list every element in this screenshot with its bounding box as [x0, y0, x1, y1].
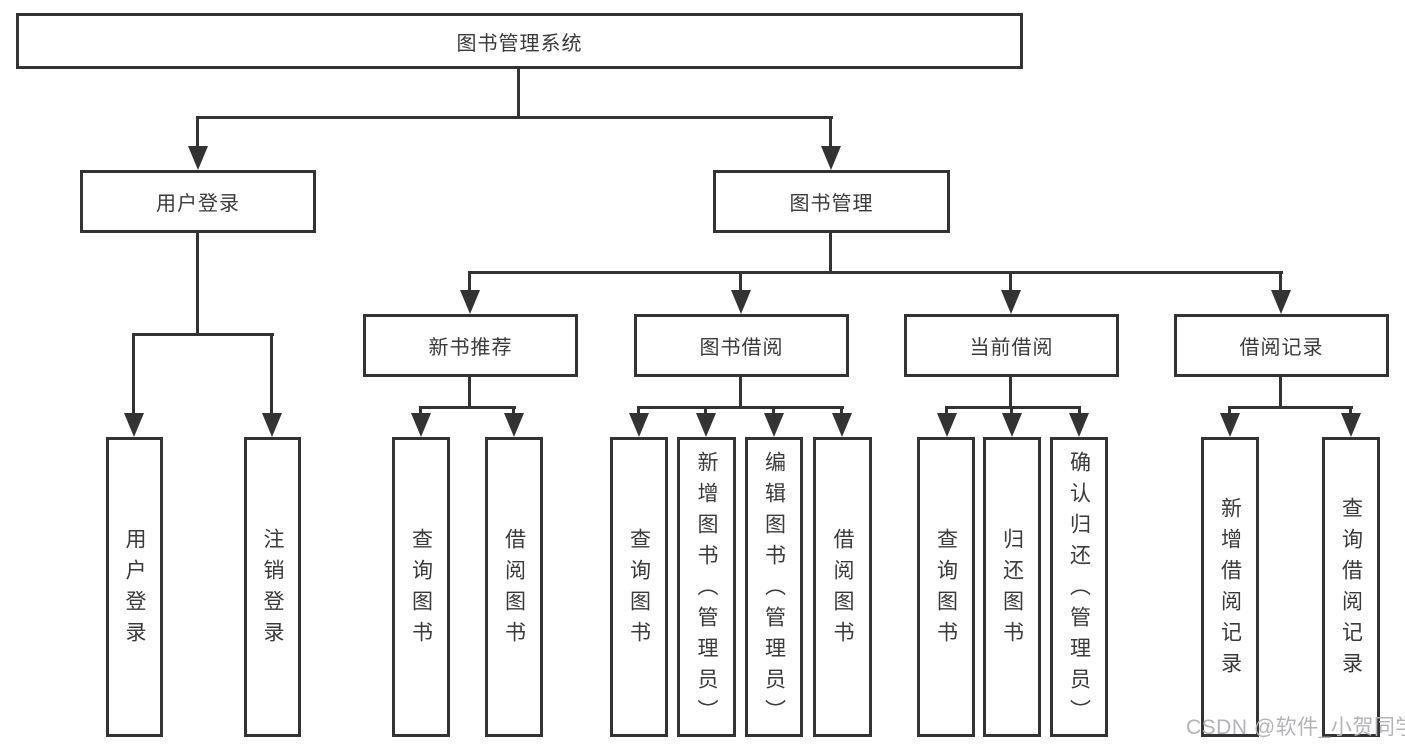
connector-arrow-down	[262, 413, 282, 437]
leaf-borrow-query-books: 查询图书	[610, 437, 668, 737]
connector-line	[196, 233, 199, 336]
leaf-logout-login-label: 注销登录	[261, 528, 284, 652]
node-borrow-records: 借阅记录	[1174, 314, 1389, 377]
leaf-records-query-record-label: 查询借阅记录	[1339, 497, 1363, 683]
connector-arrow-down	[1002, 413, 1022, 437]
connector-arrow-down	[696, 413, 716, 437]
connector-line	[840, 406, 843, 418]
connector-arrow-down	[1001, 290, 1021, 314]
connector-line	[1009, 377, 1012, 409]
connector-line	[1078, 406, 1081, 418]
connector-line	[1228, 406, 1353, 409]
connector-arrow-down	[937, 413, 957, 437]
leaf-newbook-borrow-books: 借阅图书	[485, 437, 543, 737]
connector-line	[772, 406, 775, 418]
connector-line	[1228, 406, 1231, 418]
connector-line	[196, 116, 199, 152]
node-user-login: 用户登录	[80, 170, 316, 233]
connector-arrow-down	[124, 413, 144, 437]
leaf-borrow-add-books-admin-label: 新增图书（管理员）	[695, 450, 718, 730]
leaf-current-return-books-label: 归还图书	[1000, 528, 1024, 652]
connector-line	[468, 377, 471, 409]
connector-arrow-down	[188, 146, 208, 170]
connector-line	[1349, 406, 1352, 418]
node-root-label: 图书管理系统	[456, 32, 583, 55]
leaf-newbook-query-books: 查询图书	[392, 437, 450, 737]
connector-line	[1279, 377, 1282, 409]
node-book-management-label: 图书管理	[789, 193, 874, 215]
leaf-current-confirm-return-admin-label: 确认归还（管理员）	[1067, 450, 1091, 730]
leaf-current-confirm-return-admin: 确认归还（管理员）	[1050, 437, 1108, 737]
leaf-newbook-borrow-books-label: 借阅图书	[502, 528, 526, 652]
connector-line	[1279, 271, 1282, 295]
leaf-records-add-record: 新增借阅记录	[1201, 437, 1259, 737]
leaf-borrow-borrow-books-label: 借阅图书	[831, 528, 854, 652]
node-new-book-recommend-label: 新书推荐	[428, 337, 513, 359]
connector-line	[419, 406, 516, 409]
connector-line	[637, 406, 640, 418]
node-user-login-label: 用户登录	[156, 193, 240, 215]
leaf-user-login: 用户登录	[106, 437, 163, 737]
connector-arrow-down	[764, 413, 784, 437]
leaf-borrow-query-books-label: 查询图书	[627, 528, 651, 652]
node-borrow-records-label: 借阅记录	[1239, 337, 1324, 359]
connector-line	[419, 406, 422, 418]
connector-line	[1009, 271, 1012, 295]
leaf-current-query-books-label: 查询图书	[934, 528, 958, 652]
leaf-borrow-add-books-admin: 新增图书（管理员）	[677, 437, 736, 737]
connector-line	[704, 406, 707, 418]
connector-line	[637, 406, 844, 409]
node-new-book-recommend: 新书推荐	[363, 314, 578, 377]
connector-arrow-down	[1341, 413, 1361, 437]
leaf-borrow-borrow-books: 借阅图书	[813, 437, 872, 737]
node-root: 图书管理系统	[16, 13, 1023, 69]
connector-line	[517, 69, 520, 118]
leaf-newbook-query-books-label: 查询图书	[409, 528, 433, 652]
connector-line	[468, 271, 471, 295]
node-book-borrow-label: 图书借阅	[699, 337, 784, 359]
connector-line	[945, 406, 1081, 409]
connector-arrow-down	[1220, 413, 1240, 437]
connector-line	[739, 271, 742, 295]
connector-line	[196, 116, 833, 119]
leaf-borrow-edit-books-admin: 编辑图书（管理员）	[745, 437, 803, 737]
leaf-records-add-record-label: 新增借阅记录	[1218, 497, 1242, 683]
node-current-borrow-label: 当前借阅	[969, 337, 1054, 359]
node-current-borrow: 当前借阅	[904, 314, 1119, 377]
connector-arrow-down	[731, 290, 751, 314]
connector-arrow-down	[629, 413, 649, 437]
connector-line	[829, 116, 832, 152]
connector-line	[132, 333, 274, 336]
connector-line	[1010, 406, 1013, 418]
connector-arrow-down	[460, 290, 480, 314]
connector-arrow-down	[411, 413, 431, 437]
leaf-current-query-books: 查询图书	[917, 437, 975, 737]
connector-line	[945, 406, 948, 418]
connector-arrow-down	[504, 413, 524, 437]
connector-line	[739, 377, 742, 409]
connector-arrow-down	[821, 146, 841, 170]
connector-line	[270, 333, 273, 416]
leaf-current-return-books: 归还图书	[983, 437, 1041, 737]
connector-line	[132, 333, 135, 416]
connector-line	[468, 271, 1283, 274]
connector-arrow-down	[832, 413, 852, 437]
connector-line	[512, 406, 515, 418]
connector-arrow-down	[1271, 290, 1291, 314]
watermark: CSDN @软件_小贺同学	[1186, 716, 1405, 739]
connector-line	[829, 233, 832, 274]
leaf-records-query-record: 查询借阅记录	[1322, 437, 1380, 737]
node-book-management: 图书管理	[713, 170, 950, 233]
leaf-borrow-edit-books-admin-label: 编辑图书（管理员）	[762, 450, 786, 730]
connector-arrow-down	[1069, 413, 1089, 437]
node-book-borrow: 图书借阅	[634, 314, 849, 377]
leaf-logout-login: 注销登录	[244, 437, 301, 737]
leaf-user-login-label: 用户登录	[123, 528, 146, 652]
